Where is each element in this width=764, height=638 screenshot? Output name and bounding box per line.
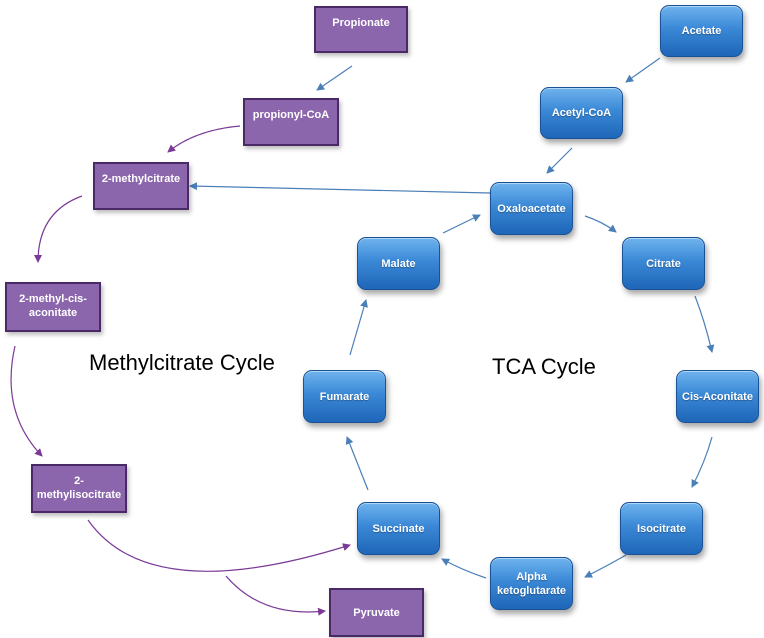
arrow-oxaloacetate-to-citrate: [584, 215, 617, 233]
arrow-acetyl-coa-to-oxaloacetate: [546, 147, 573, 174]
node-propionate: Propionate: [314, 6, 408, 53]
node-2-methylisocitrate: 2-methylisocitrate: [31, 464, 127, 513]
node-fumarate: Fumarate: [303, 370, 386, 423]
arrow-propionyl-coa-to-2-methylcitrate: [167, 125, 241, 153]
arrow-2-methylisocitrate-to-succinate: [87, 519, 351, 572]
arrow-propionate-to-propionyl-coa: [316, 65, 353, 91]
arrow-fumarate-to-malate: [349, 299, 368, 356]
arrow-to-pyruvate: [225, 575, 326, 616]
arrow-acetate-to-acetyl-coa: [625, 57, 661, 83]
arrow-malate-to-oxaloacetate: [442, 214, 481, 234]
node-isocitrate: Isocitrate: [620, 502, 703, 555]
arrow-alpha-ketoglutarate-to-succinate: [441, 558, 487, 579]
arrow-citrate-to-cis-aconitate: [694, 295, 715, 353]
arrow-oxaloacetate-to-2-methylcitrate: [189, 182, 491, 194]
node-pyruvate: Pyruvate: [329, 588, 424, 637]
node-acetate: Acetate: [660, 5, 743, 57]
methylcitrate-cycle-label: Methylcitrate Cycle: [89, 350, 275, 375]
node-citrate: Citrate: [622, 237, 705, 290]
node-2-methylcitrate: 2-methylcitrate: [93, 162, 189, 210]
node-succinate: Succinate: [357, 502, 440, 555]
arrow-succinate-to-fumarate: [345, 436, 369, 491]
tca-cycle-label: TCA Cycle: [492, 354, 596, 379]
node-oxaloacetate: Oxaloacetate: [490, 182, 573, 235]
node-malate: Malate: [357, 237, 440, 290]
arrow-cis-aconitate-to-isocitrate: [691, 436, 713, 488]
arrow-isocitrate-to-alpha-ketoglutarate: [584, 554, 627, 578]
arrow-2-methylcitrate-to-2-methyl-cis-aconitate: [34, 195, 83, 263]
node-acetyl-coa: Acetyl-CoA: [540, 87, 623, 139]
node-2-methyl-cis-aconitate: 2-methyl-cis-aconitate: [5, 282, 101, 332]
node-propionyl-coa: propionyl-CoA: [243, 98, 339, 146]
arrow-2-methyl-cis-aconitate-to-2-methylisocitrate: [10, 345, 43, 457]
node-cis-aconitate: Cis-Aconitate: [676, 370, 759, 423]
node-alpha-ketoglutarate: Alpha ketoglutarate: [490, 557, 573, 610]
